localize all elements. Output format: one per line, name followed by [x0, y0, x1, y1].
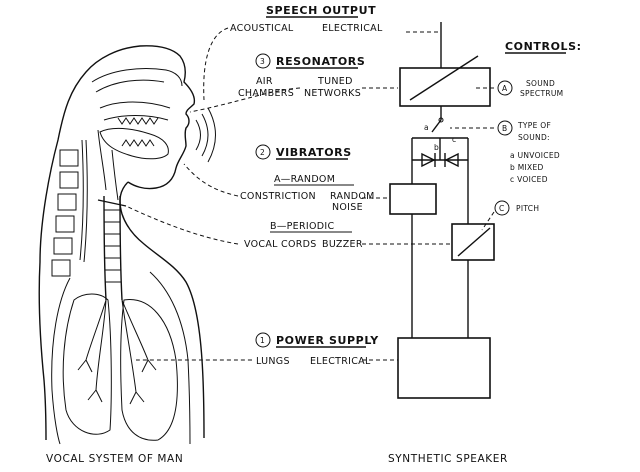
human-anatomy-drawing	[38, 45, 216, 445]
connector-lines	[125, 27, 452, 361]
noise-label: NOISE	[332, 202, 363, 213]
air-label: AIR	[256, 76, 273, 87]
control-c-label: PITCH	[516, 204, 539, 213]
control-b-option-voiced: c VOICED	[510, 175, 548, 184]
electrical-power-label: ELECTRICAL	[310, 356, 371, 367]
control-c-circle	[494, 200, 510, 216]
resonators-number: 3	[260, 57, 265, 66]
control-a-line2: SPECTRUM	[520, 89, 563, 98]
switch-c-label: c	[452, 135, 456, 144]
random-noise-box	[389, 183, 437, 215]
vibrators-number-circle	[255, 144, 271, 160]
switch-b-label: b	[434, 143, 439, 152]
resonators-number-circle	[255, 53, 271, 69]
networks-label: NETWORKS	[304, 88, 361, 99]
caption-vocal-system: VOCAL SYSTEM OF MAN	[46, 453, 183, 465]
periodic-title: B—PERIODIC	[270, 221, 334, 232]
electrical-output-label: ELECTRICAL	[322, 23, 383, 34]
control-b-letter: B	[502, 124, 507, 133]
acoustical-label: ACOUSTICAL	[230, 23, 294, 34]
random-label: RANDOM	[330, 191, 375, 202]
controls-title: CONTROLS:	[505, 40, 582, 53]
random-title: A—RANDOM	[274, 174, 335, 185]
control-a-circle	[497, 80, 513, 96]
switch-a-label: a	[424, 123, 429, 132]
control-b-circle	[497, 120, 513, 136]
resonators-title: RESONATORS	[276, 55, 365, 68]
control-a-letter: A	[502, 84, 508, 93]
control-c-letter: C	[499, 204, 505, 213]
synthetic-speaker-circuit	[255, 22, 513, 399]
constriction-label: CONSTRICTION	[240, 191, 316, 202]
speech-output-title: SPEECH OUTPUT	[266, 4, 376, 17]
control-b-option-unvoiced: a UNVOICED	[510, 151, 560, 160]
vocal-cords-label: VOCAL CORDS	[244, 239, 317, 250]
vibrators-title: VIBRATORS	[276, 146, 352, 159]
caption-synthetic-speaker: SYNTHETIC SPEAKER	[388, 453, 508, 465]
tuned-label: TUNED	[317, 76, 353, 87]
tuned-networks-box	[399, 67, 491, 107]
power-number-circle	[255, 332, 271, 348]
control-b-line2: SOUND:	[518, 133, 550, 142]
control-a-line1: SOUND	[526, 79, 555, 88]
control-b-option-mixed: b MIXED	[510, 163, 544, 172]
power-supply-title: POWER SUPPLY	[276, 334, 379, 347]
control-b-line1: TYPE OF	[517, 121, 551, 130]
power-supply-box	[397, 337, 491, 399]
lungs-label: LUNGS	[256, 356, 290, 367]
power-number: 1	[260, 336, 265, 345]
spine-drawing	[51, 139, 88, 277]
buzzer-label: BUZZER	[322, 239, 363, 250]
vibrators-number: 2	[260, 148, 265, 157]
chambers-label: CHAMBERS	[238, 88, 294, 99]
